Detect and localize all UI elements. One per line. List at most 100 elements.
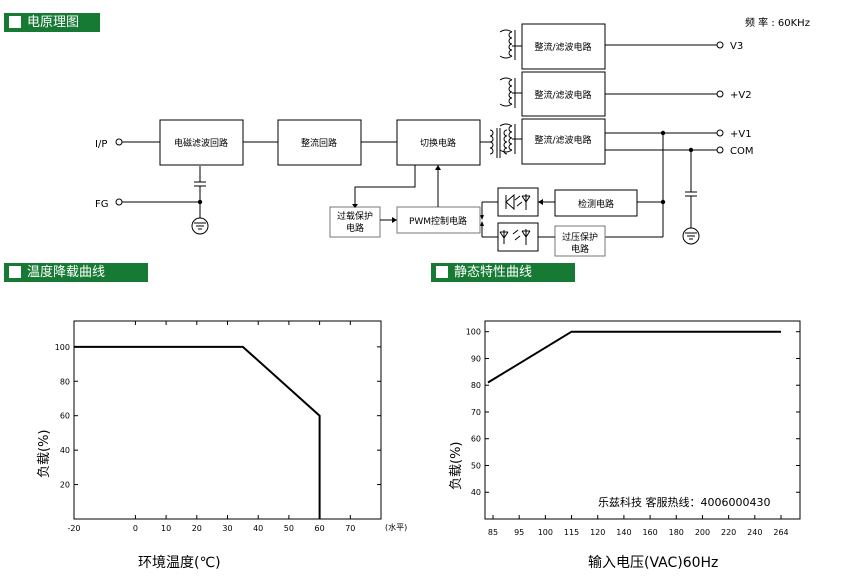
y-tick-label: 100 xyxy=(55,343,70,352)
y-tick-label: 80 xyxy=(471,381,481,390)
static-header: 静态特性曲线 xyxy=(431,263,575,282)
x-tick-label: 160 xyxy=(642,528,657,537)
optocoupler-icon xyxy=(497,222,539,252)
optocoupler-icon xyxy=(497,187,539,217)
detection-label: 检测电路 xyxy=(578,198,614,210)
static-xlabel: 输入电压(VAC)60Hz xyxy=(588,555,718,571)
overvoltage-label-2: 电路 xyxy=(571,243,589,255)
frequency-label: 频 率 : 60KHz xyxy=(745,16,810,29)
y-tick-label: 20 xyxy=(60,481,70,490)
overload-label-1: 过载保护 xyxy=(337,210,373,222)
output-v1-label: +V1 xyxy=(730,129,752,140)
y-tick-label: 60 xyxy=(471,435,481,444)
square-bullet-icon xyxy=(9,266,21,278)
x-tick-label: 100 xyxy=(538,528,553,537)
output-com-label: COM xyxy=(730,146,753,157)
x-tick-label: 200 xyxy=(695,528,710,537)
x-tick-label: 85 xyxy=(488,528,498,537)
output-v3-terminal xyxy=(716,41,724,49)
static-header-label: 静态特性曲线 xyxy=(454,265,533,280)
overvoltage-block xyxy=(554,225,606,257)
x-tick-label: 0 xyxy=(133,524,138,533)
x-tick-label: 70 xyxy=(345,524,355,533)
x-tick-label: -20 xyxy=(67,524,80,533)
arrow-down-icon xyxy=(480,215,484,220)
x-tick-label: 264 xyxy=(773,528,788,537)
derating-x-unit-note: (水平) xyxy=(385,522,407,532)
static-annotation: 乐兹科技 客服热线：4006000430 xyxy=(598,495,770,509)
y-tick-label: 40 xyxy=(471,488,481,497)
static-curve xyxy=(487,330,781,384)
derating-header: 温度降载曲线 xyxy=(4,263,148,282)
detection-block xyxy=(554,189,638,217)
rectifier-label: 整流回路 xyxy=(301,137,337,149)
earth-ground-icon xyxy=(191,217,209,235)
schematic-diagram: 频 率 : 60KHz I/P FG 电磁滤波回路 整流回路 切换电路 xyxy=(95,16,810,257)
static-plot-frame xyxy=(484,320,801,520)
y-tick-label: 90 xyxy=(471,354,481,363)
y-tick-label: 100 xyxy=(466,328,481,337)
x-tick-label: 50 xyxy=(284,524,294,533)
input-fg-label: FG xyxy=(95,199,109,210)
derating-header-label: 温度降载曲线 xyxy=(27,265,106,280)
derating-plot-frame xyxy=(73,320,382,520)
x-tick-label: 240 xyxy=(747,528,762,537)
arrow-right-icon xyxy=(392,217,397,223)
x-tick-label: 60 xyxy=(315,524,325,533)
output-v3-label: V3 xyxy=(730,41,743,52)
wire xyxy=(354,165,416,204)
arrow-up-icon xyxy=(480,221,484,226)
y-tick-label: 50 xyxy=(471,461,481,470)
square-bullet-icon xyxy=(436,266,448,278)
output-v1-terminal xyxy=(716,129,724,137)
emi-filter-label: 电磁滤波回路 xyxy=(174,137,228,149)
overload-block xyxy=(329,206,381,238)
static-ylabel: 负载(%) xyxy=(449,442,464,491)
switching-block xyxy=(396,119,481,166)
x-tick-label: 220 xyxy=(721,528,736,537)
square-bullet-icon xyxy=(9,16,21,28)
transformer-icon xyxy=(499,77,522,108)
arrow-left-icon xyxy=(538,199,543,205)
x-tick-label: 180 xyxy=(669,528,684,537)
rectifier-block xyxy=(277,119,362,166)
arrow-up-icon xyxy=(435,165,441,170)
x-tick-label: 40 xyxy=(253,524,263,533)
x-tick-label: 10 xyxy=(161,524,171,533)
derating-ylabel: 负载(%) xyxy=(37,430,52,479)
transformer-icon xyxy=(499,123,522,154)
derating-curve xyxy=(74,345,321,519)
switching-label: 切换电路 xyxy=(420,137,456,149)
rect-filter-v3-block xyxy=(521,23,606,70)
output-v2-terminal xyxy=(716,90,724,98)
x-tick-label: 95 xyxy=(514,528,524,537)
x-tick-label: 115 xyxy=(564,528,579,537)
overload-label-2: 电路 xyxy=(346,222,364,234)
transformer-icon xyxy=(489,128,508,158)
y-tick-label: 60 xyxy=(60,412,70,421)
input-ip-label: I/P xyxy=(95,139,107,150)
rect-filter-v1-label: 整流/滤波电路 xyxy=(534,134,591,146)
rect-filter-v1-block xyxy=(521,118,606,165)
schematic-header-label: 电原理图 xyxy=(27,15,80,30)
schematic-header: 电原理图 xyxy=(4,13,100,32)
earth-ground-icon xyxy=(682,227,700,245)
derating-ticks: -20 0 10 20 30 40 50 60 70 20 40 60 80 100 xyxy=(55,321,381,533)
overvoltage-label-1: 过压保护 xyxy=(562,231,598,243)
output-com-terminal xyxy=(716,146,724,154)
x-tick-label: 30 xyxy=(222,524,232,533)
rect-filter-v3-label: 整流/滤波电路 xyxy=(534,41,591,53)
x-tick-label: 20 xyxy=(192,524,202,533)
x-tick-label: 120 xyxy=(590,528,605,537)
y-tick-label: 70 xyxy=(471,408,481,417)
emi-filter-block xyxy=(159,119,244,166)
y-tick-label: 80 xyxy=(60,377,70,386)
input-fg-terminal xyxy=(115,198,123,206)
output-v2-label: +V2 xyxy=(730,90,752,101)
rect-filter-v2-block xyxy=(521,71,606,117)
y-tick-label: 40 xyxy=(60,446,70,455)
arrow-down-icon xyxy=(352,204,358,208)
input-ip-terminal xyxy=(115,138,123,146)
pwm-label: PWM控制电路 xyxy=(409,215,467,227)
